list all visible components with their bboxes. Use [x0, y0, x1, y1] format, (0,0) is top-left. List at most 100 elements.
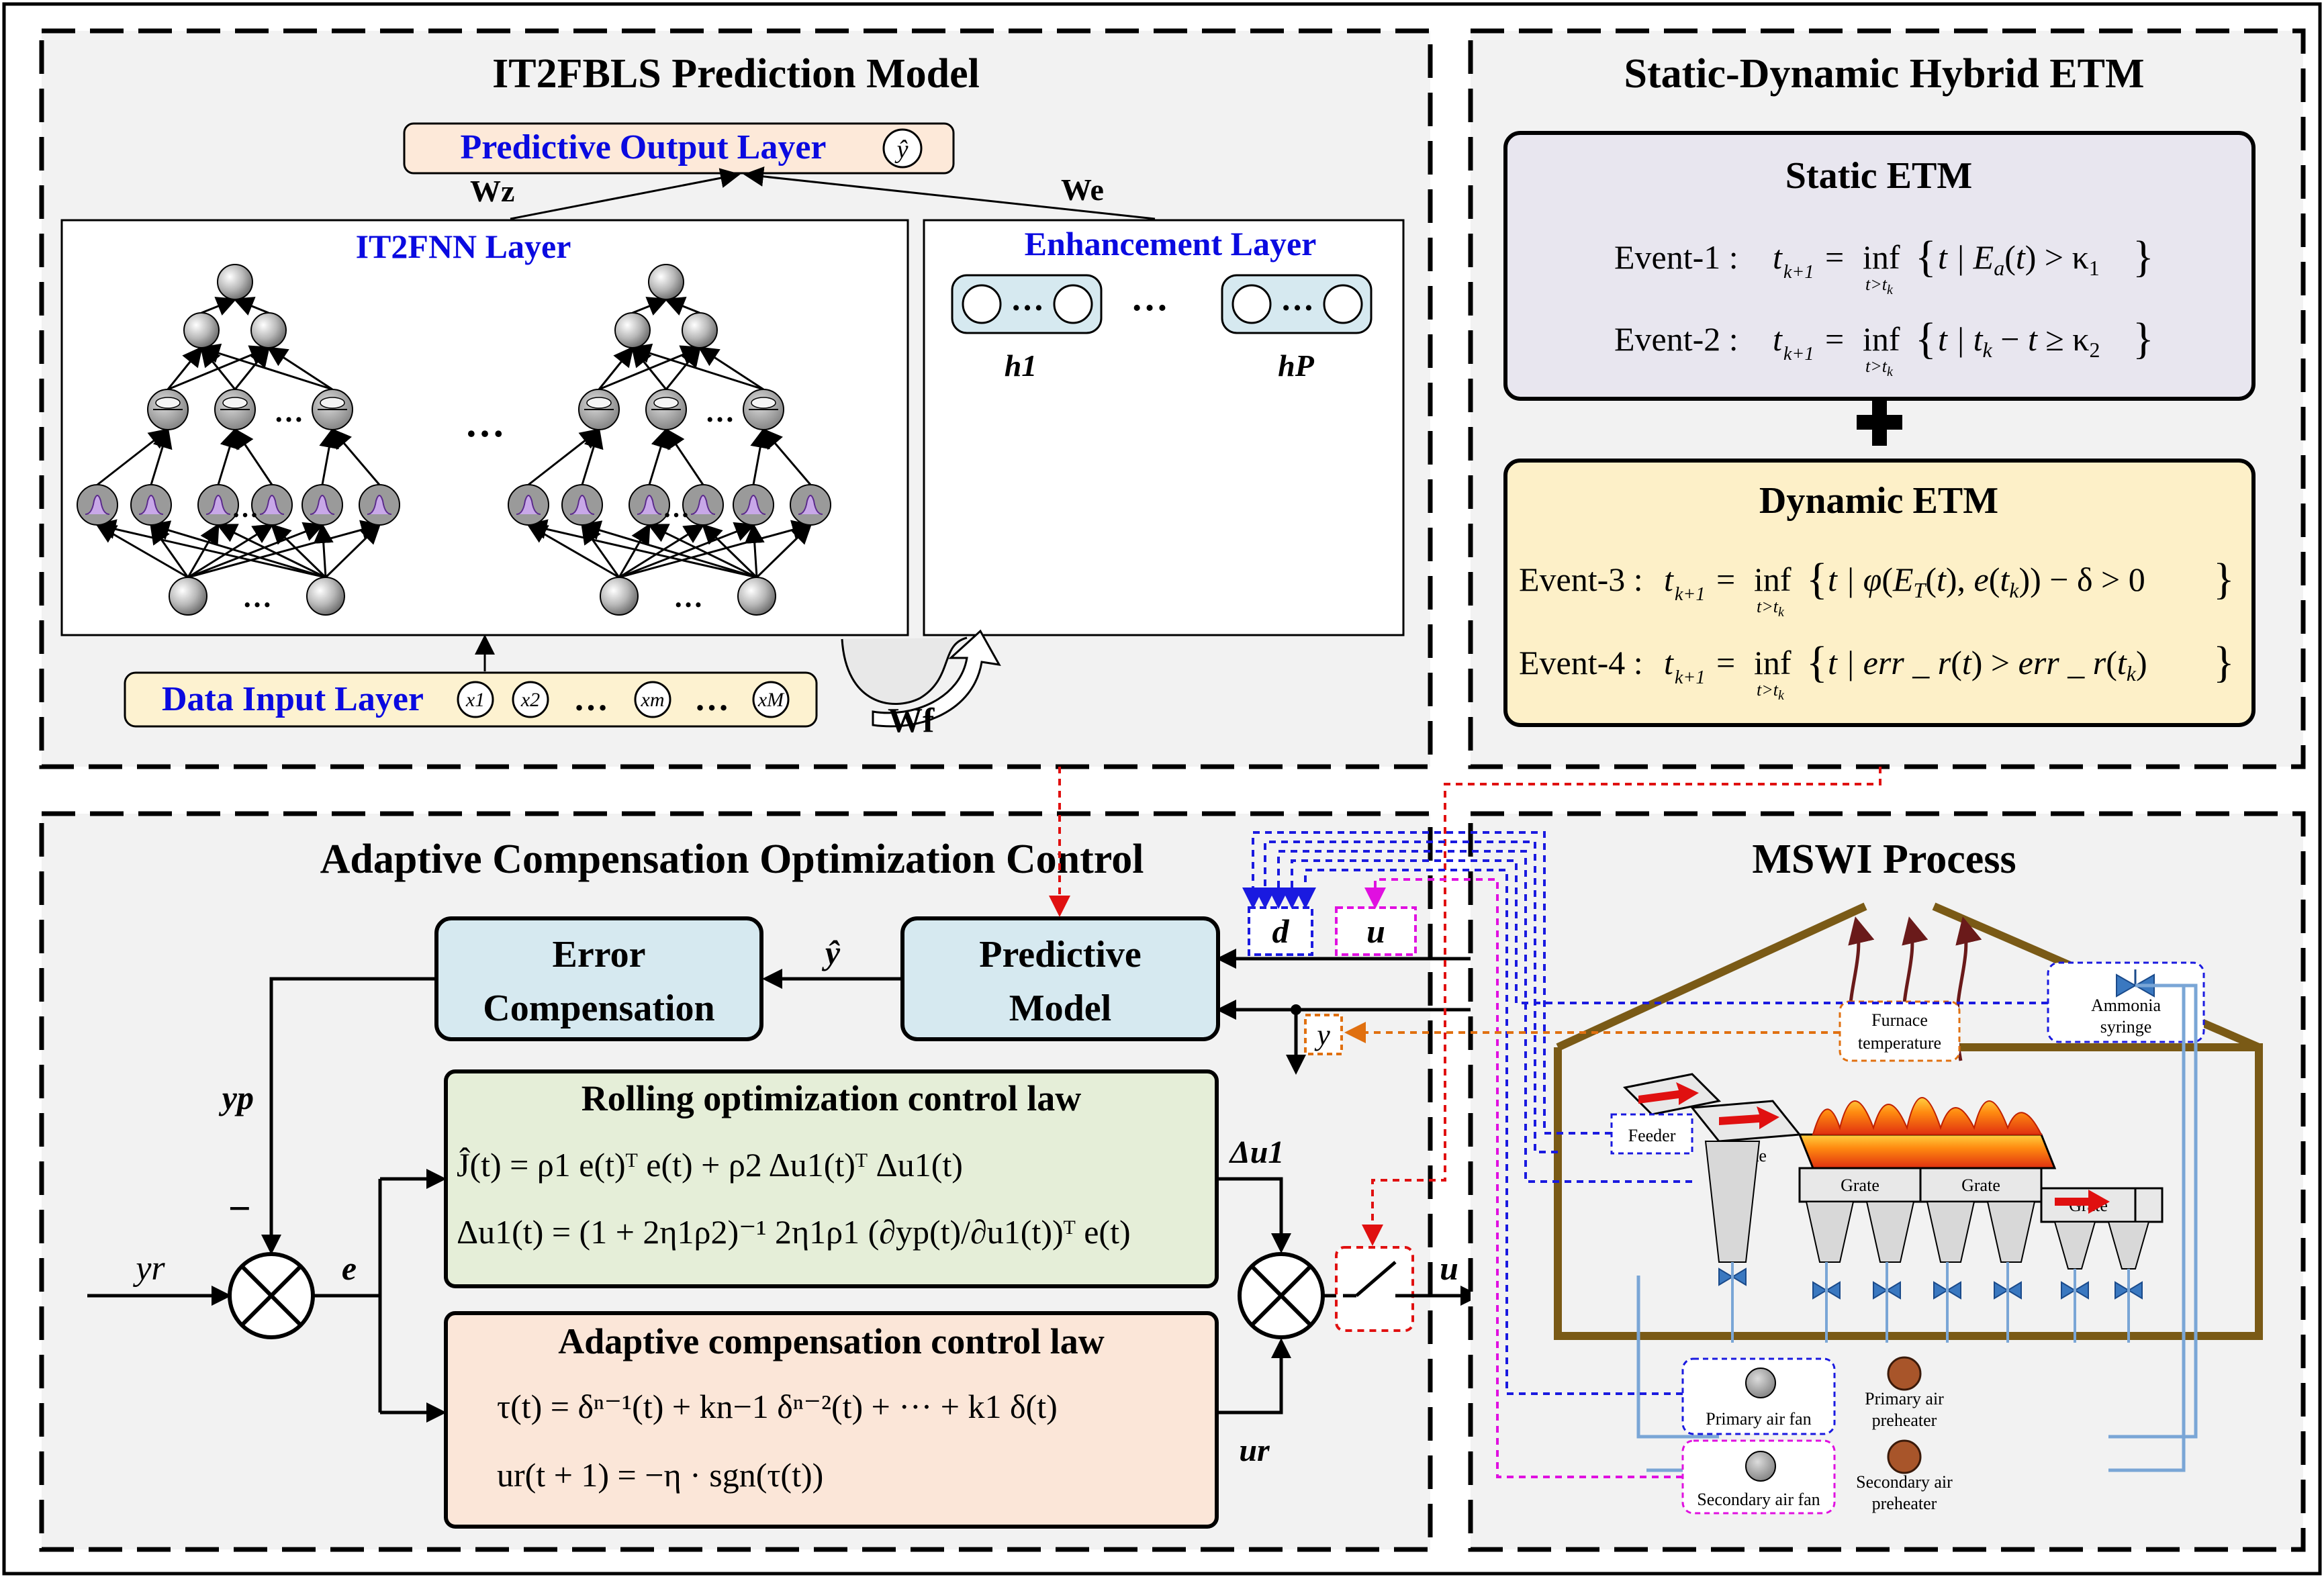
primary-fan-label: Primary air fan: [1706, 1409, 1811, 1429]
mf-dots: …: [663, 493, 690, 523]
rolling-eq1: Ĵ(t) = ρ1 e(t)ᵀ e(t) + ρ2 Δu1(t)ᵀ Δu1(t): [457, 1146, 963, 1184]
sum-junction-1-x: [240, 1264, 303, 1327]
sig-y: y: [1314, 1018, 1330, 1051]
valve-icons: [1718, 1267, 2143, 1300]
switch-blade: [1355, 1261, 1397, 1297]
sig-yhat: ŷ: [822, 934, 841, 971]
svg-text:t: t: [1773, 238, 1783, 276]
enh-between-ellipsis: …: [1131, 277, 1168, 319]
network-edge: [750, 428, 770, 485]
network-edge: [618, 522, 755, 579]
d-signal-box: [1248, 906, 1313, 956]
enh-node: [962, 284, 1002, 324]
event2-label: Event-2 :: [1614, 320, 1738, 358]
svg-text:}: }: [2133, 232, 2154, 281]
network-edge: [233, 297, 269, 316]
grate-label-3: Grate: [1961, 1176, 2000, 1195]
network-edge: [267, 346, 333, 391]
svg-text:t | φ(ET(t), e(tk)) − δ > 0: t | φ(ET(t), e(tk)) − δ > 0: [1828, 561, 2145, 602]
grate-assembly: Feeder Grate Grate Grate Grate: [1610, 1073, 2164, 1343]
input-node-label: x1: [465, 689, 485, 711]
input-dots: …: [242, 581, 272, 614]
consequent-neuron: [183, 312, 220, 348]
enh-node: [1323, 284, 1363, 324]
network-edge: [755, 523, 812, 579]
output-layer-box: [403, 122, 955, 175]
enh-dots: …: [1011, 280, 1044, 318]
input-neuron: [306, 577, 345, 616]
network-edge: [698, 346, 764, 391]
sum-junction-2-x: [1250, 1264, 1313, 1327]
primary-fan-icon: [1745, 1368, 1776, 1398]
event1-label: Event-1 :: [1614, 238, 1738, 276]
rule-neuron-top: [320, 397, 345, 409]
rule-neuron-top: [222, 397, 248, 409]
gaussian-mf-icon: [367, 495, 392, 515]
network-edge: [647, 524, 757, 579]
network-edge: [95, 519, 326, 579]
mswi-panel: MSWI Process Furnace temperature Ammonia…: [1468, 811, 2306, 1552]
network-edge: [618, 520, 812, 579]
error-comp-line2: Compensation: [483, 988, 714, 1029]
network-edge: [664, 297, 700, 316]
input-node: [634, 681, 671, 718]
ammonia-line2: syringe: [2100, 1017, 2152, 1037]
network-edge: [665, 428, 704, 485]
svg-text:inf: inf: [1863, 320, 1900, 358]
event4-label: Event-4 :: [1519, 644, 1643, 681]
gaussian-mf-icon: [741, 495, 766, 515]
secondary-heater-line1: Secondary air: [1856, 1472, 1953, 1492]
svg-text:inf: inf: [1754, 561, 1792, 598]
mf-dots: …: [232, 493, 259, 523]
network-edge: [199, 343, 333, 391]
network-edge: [187, 522, 324, 579]
enh-dots: …: [1281, 280, 1314, 318]
svg-text:inf: inf: [1863, 238, 1900, 276]
event3-label: Event-3 :: [1519, 561, 1643, 598]
svg-text:}: }: [2213, 555, 2235, 604]
error-comp-line1: Error: [553, 934, 646, 975]
network-edge: [632, 297, 668, 316]
flame-icon: [1812, 1097, 2043, 1135]
air-pipes: [1636, 984, 2198, 1472]
consequent-neuron: [682, 312, 718, 348]
feeder-box: [1610, 1113, 1693, 1155]
svg-text:t | Ea(t) > κ1: t | Ea(t) > κ1: [1938, 238, 2100, 280]
plus-icon-v: [1872, 400, 1887, 446]
prediction-model-title: IT2FBLS Prediction Model: [492, 51, 980, 97]
network-edge: [648, 428, 671, 485]
event3-eq: t k+1 = inf t>tk { t | φ(ET(t), e(tk)) −…: [1664, 555, 2235, 620]
enh-node: [1053, 284, 1093, 324]
control-panel: Adaptive Compensation Optimization Contr…: [39, 811, 1481, 1552]
du1-line: [1217, 1177, 1291, 1253]
svg-text:=: =: [1825, 238, 1844, 276]
dynamic-etm-box: [1503, 459, 2256, 727]
output-neuron: [648, 264, 684, 300]
grate-label-2: Grate: [1841, 1176, 1879, 1195]
event4-eq: t k+1 = inf t>tk { t | err _ r(t) > err …: [1664, 638, 2235, 703]
h1-label: h1: [1005, 348, 1037, 383]
primary-preheater-icon: [1887, 1356, 1922, 1391]
network-edge: [167, 346, 203, 390]
svg-text:k+1: k+1: [1783, 344, 1814, 365]
rolling-title: Rolling optimization control law: [582, 1078, 1082, 1118]
network-edge: [149, 520, 326, 579]
weight-e-label: We: [1061, 173, 1104, 207]
network-edge: [313, 523, 334, 578]
output-layer-label: Predictive Output Layer: [461, 128, 827, 166]
svg-text:{: {: [1806, 555, 1828, 604]
enhancement-layer-label: Enhancement Layer: [1025, 225, 1317, 262]
control-title: Adaptive Compensation Optimization Contr…: [320, 836, 1144, 882]
svg-text:t: t: [1773, 320, 1783, 358]
sig-e: e: [342, 1249, 357, 1287]
it2fnn-network: ………………: [77, 264, 831, 616]
rule-neuron-top: [653, 397, 679, 409]
svg-text:=: =: [1825, 320, 1844, 358]
rolling-eq2: Δu1(t) = (1 + 2η1ρ2)⁻¹ 2η1ρ1 (∂yp(t)/∂u1…: [457, 1213, 1131, 1251]
red-etm-trigger: [1362, 767, 1881, 1246]
input-node: [457, 681, 494, 718]
event2-eq: t k+1 = inf t>tk { t | tk − t ≥ κ2 }: [1773, 314, 2154, 379]
sig-yp: yp: [219, 1079, 254, 1116]
prediction-model-panel: IT2FBLS Prediction Model Predictive Outp…: [39, 28, 1433, 769]
